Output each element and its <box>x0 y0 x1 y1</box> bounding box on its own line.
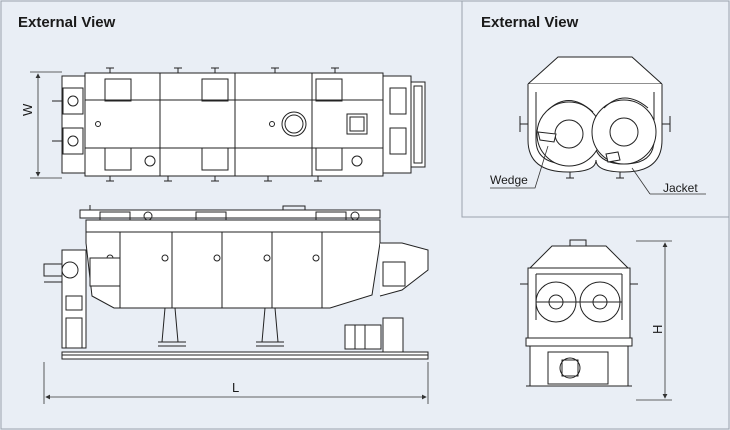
width-dimension-line <box>30 71 62 179</box>
jacket-label: Jacket <box>663 181 698 195</box>
length-dimension-label: L <box>232 380 240 395</box>
section-view <box>519 56 671 179</box>
wedge-label: Wedge <box>490 173 528 187</box>
right-panel-title: External View <box>481 14 579 31</box>
width-dimension-label: W <box>20 103 35 116</box>
height-dimension-label: H <box>650 324 665 334</box>
top-view <box>52 67 426 182</box>
callout-leaders <box>490 145 706 195</box>
length-dimension-line <box>43 362 429 404</box>
front-view <box>43 205 429 360</box>
height-dimension-line <box>636 240 672 401</box>
left-panel-title: External View <box>18 14 116 31</box>
side-view <box>520 239 638 387</box>
